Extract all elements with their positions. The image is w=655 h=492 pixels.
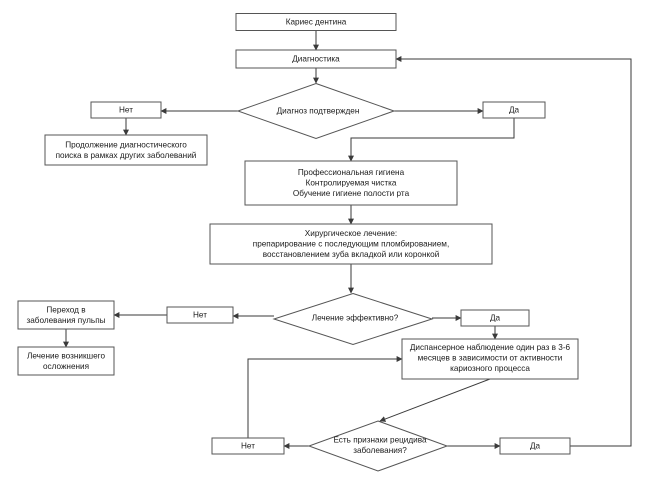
pulp-node: Переход в заболевания пульпы: [17, 300, 115, 330]
diagnostics-label: Диагностика: [292, 55, 340, 64]
complication-label: осложнения: [43, 362, 89, 371]
diagnostics-box: [235, 49, 397, 69]
hygiene-box: [244, 160, 458, 206]
caries-node: Кариес дентина: [235, 13, 397, 31]
continue-search-label: поиска в рамках других заболеваний: [56, 151, 197, 160]
pulp-label: Переход в: [46, 305, 85, 314]
surgical-box: [209, 223, 493, 265]
yes-1-node: Да: [482, 101, 546, 119]
no-2-box: [166, 306, 234, 324]
yes-2-node: Да: [460, 309, 530, 327]
no-3-label: Нет: [241, 442, 255, 451]
complication-label: Лечение возникшего: [27, 351, 105, 360]
continue-search-node: Продолжение диагностического поиска в рам…: [44, 134, 208, 166]
line-no-back-to-dispensary: [247, 356, 403, 438]
no-1-node: Нет: [90, 101, 162, 119]
complication-node: Лечение возникшего осложнения: [17, 346, 115, 376]
line-yes-back-to-diagnostics: [395, 56, 632, 447]
yes-1-label: Да: [509, 106, 520, 115]
yes-2-box: [460, 309, 530, 327]
complication-box: [17, 346, 115, 376]
arrow-dispensary-to-relapse: [379, 378, 491, 422]
connectors: [63, 31, 632, 449]
surgical-label: препарирование с последующим пломбирован…: [253, 240, 449, 249]
caries-label: Кариес дентина: [286, 18, 347, 27]
relapse-decision: [307, 420, 449, 472]
no-3-node: Нет: [211, 437, 285, 455]
dispensary-label: месяцев в зависимости от активности: [418, 354, 563, 363]
pulp-label: заболевания пульпы: [26, 316, 105, 325]
hygiene-label: Профессиональная гигиена: [298, 168, 405, 177]
surgical-label: восстановлением зуба вкладкой или коронк…: [263, 250, 440, 259]
relapse-label: заболевания?: [353, 446, 407, 455]
relapse-node: Есть признаки рецидива заболевания?: [307, 420, 449, 472]
diagnostics-node: Диагностика: [235, 49, 397, 69]
dispensary-label: кариозного процесса: [450, 364, 530, 373]
dispensary-node: Диспансерное наблюдение один раз в 3-6 ме…: [401, 338, 579, 380]
diagnosis-confirmed-label: Диагноз подтвержден: [277, 107, 360, 116]
surgical-node: Хирургическое лечение: препарирование с п…: [209, 223, 493, 265]
continue-search-box: [44, 134, 208, 166]
no-1-label: Нет: [119, 106, 133, 115]
yes-2-label: Да: [490, 314, 501, 323]
effective-node: Лечение эффективно?: [272, 292, 434, 346]
no-1-box: [90, 101, 162, 119]
yes-1-box: [482, 101, 546, 119]
yes-3-box: [499, 437, 571, 455]
yes-3-node: Да: [499, 437, 571, 455]
yes-3-label: Да: [530, 442, 541, 451]
effective-decision: [272, 292, 434, 346]
no-2-label: Нет: [193, 311, 207, 320]
caries-box: [235, 13, 397, 31]
diagnosis-confirmed-decision: [236, 82, 396, 140]
no-2-node: Нет: [166, 306, 234, 324]
diagnosis-confirmed-node: Диагноз подтвержден: [236, 82, 396, 140]
dispensary-label: Диспансерное наблюдение один раз в 3-6: [410, 343, 571, 352]
surgical-label: Хирургическое лечение:: [305, 229, 397, 238]
effective-label: Лечение эффективно?: [312, 314, 399, 323]
pulp-box: [17, 300, 115, 330]
hygiene-label: Обучение гигиене полости рта: [293, 189, 410, 198]
arrow-yes-to-hygiene: [348, 118, 515, 162]
continue-search-label: Продолжение диагностического: [65, 140, 187, 149]
relapse-label: Есть признаки рецидива: [333, 435, 427, 444]
hygiene-label: Контролируемая чистка: [306, 179, 397, 188]
dispensary-box: [401, 338, 579, 380]
no-3-box: [211, 437, 285, 455]
